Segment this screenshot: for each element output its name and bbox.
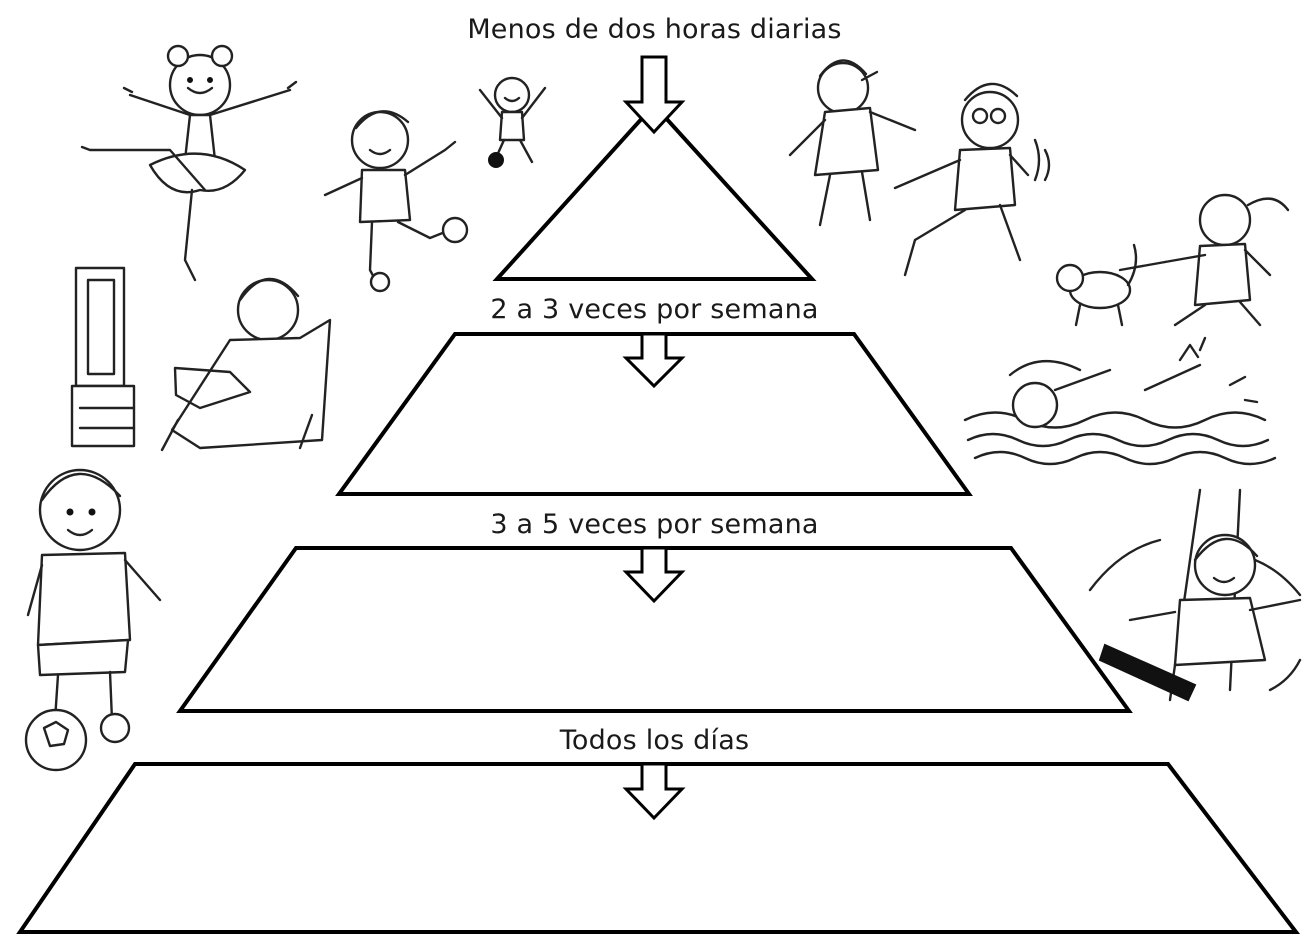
child-kicking-ball-illustration <box>323 110 469 293</box>
pyramid-tier-top <box>492 102 817 281</box>
down-arrow-icon <box>622 546 686 604</box>
child-playing-soccer-illustration <box>24 468 162 772</box>
child-walking-dog-illustration <box>1055 193 1290 327</box>
pyramid-tier-second <box>335 332 973 496</box>
child-on-swing-illustration <box>1088 488 1302 702</box>
pyramid-tier-bottom <box>16 762 1301 934</box>
tier-label-second: 2 a 3 veces por semana <box>490 294 819 325</box>
child-swimming-illustration <box>963 336 1277 466</box>
small-child-jumping-illustration <box>478 76 547 168</box>
tier-label-bottom: Todos los días <box>559 725 750 756</box>
pyramid-tier-third <box>176 546 1133 713</box>
tier-label-top: Menos de dos horas diarias <box>467 14 842 45</box>
children-running-illustration <box>788 59 1051 277</box>
down-arrow-icon <box>622 55 686 135</box>
down-arrow-icon <box>622 762 686 821</box>
ballet-dancer-illustration <box>80 44 298 282</box>
tier-label-third: 3 a 5 veces por semana <box>490 509 819 540</box>
child-watching-tv-illustration <box>70 266 332 452</box>
down-arrow-icon <box>622 332 686 389</box>
